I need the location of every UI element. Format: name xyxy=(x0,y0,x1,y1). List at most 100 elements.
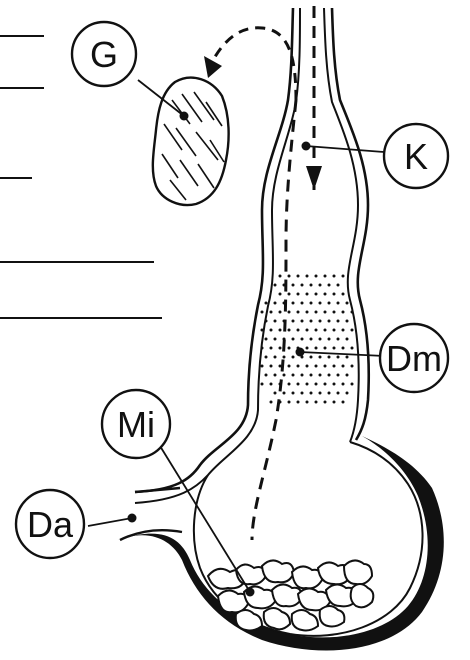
stipple-dot xyxy=(288,293,291,296)
gut-inner-wall xyxy=(324,8,359,442)
stipple-dot xyxy=(297,275,300,278)
answer-lines xyxy=(0,36,162,318)
stipple-dot xyxy=(342,311,345,314)
stipple-dot xyxy=(351,347,354,350)
stipple-dot xyxy=(306,311,309,314)
stipple-dot xyxy=(328,356,331,359)
stipple-dot xyxy=(315,365,318,368)
stipple-dot xyxy=(297,311,300,314)
leader-line-dm xyxy=(300,352,384,356)
arrow-left-icon xyxy=(204,56,222,78)
stipple-dot xyxy=(319,392,322,395)
stipple-dot xyxy=(261,383,264,386)
stipple-dot xyxy=(346,374,349,377)
stipple-dot xyxy=(324,347,327,350)
stipple-dot xyxy=(315,329,318,332)
stipple-dot xyxy=(288,275,291,278)
stipple-dot xyxy=(292,302,295,305)
stipple-dot xyxy=(337,356,340,359)
stipple-dot xyxy=(297,365,300,368)
stipple-dot xyxy=(265,338,268,341)
stipple-dot xyxy=(274,374,277,377)
stipple-dot xyxy=(346,320,349,323)
stipple-dot xyxy=(288,365,291,368)
dotted-region xyxy=(261,275,354,404)
stipple-dot xyxy=(310,374,313,377)
stipple-dot xyxy=(333,365,336,368)
stipple-dot xyxy=(274,392,277,395)
pathway-dashed-line xyxy=(212,28,296,100)
stipple-dot xyxy=(324,329,327,332)
stipple-dot xyxy=(315,311,318,314)
stipple-dot xyxy=(346,338,349,341)
stipple-dot xyxy=(301,374,304,377)
stipple-dot xyxy=(310,338,313,341)
stipple-dot xyxy=(342,365,345,368)
stipple-dot xyxy=(274,356,277,359)
stipple-dot xyxy=(315,401,318,404)
label-da-text: Da xyxy=(27,504,74,545)
stipple-dot xyxy=(310,356,313,359)
label-dm: Dm xyxy=(380,324,448,392)
stipple-dot xyxy=(270,311,273,314)
stipple-dot xyxy=(270,401,273,404)
stipple-dot xyxy=(288,401,291,404)
stipple-dot xyxy=(270,365,273,368)
stipple-dot xyxy=(342,401,345,404)
stipple-dot xyxy=(310,320,313,323)
stipple-dot xyxy=(265,356,268,359)
stipple-dot xyxy=(288,347,291,350)
stipple-dot xyxy=(297,401,300,404)
stipple-dot xyxy=(324,275,327,278)
stipple-dot xyxy=(346,302,349,305)
stipple-dot xyxy=(337,374,340,377)
stipple-dot xyxy=(328,392,331,395)
stipple-dot xyxy=(274,338,277,341)
stipple-dot xyxy=(274,302,277,305)
label-mi-text: Mi xyxy=(117,404,155,445)
stipple-dot xyxy=(351,311,354,314)
stipple-dot xyxy=(297,293,300,296)
stipple-dot xyxy=(315,347,318,350)
stipple-dot xyxy=(342,293,345,296)
stipple-dot xyxy=(310,392,313,395)
stipple-dot xyxy=(337,320,340,323)
stipple-dot xyxy=(337,392,340,395)
stipple-dot xyxy=(315,293,318,296)
stipple-dot xyxy=(351,329,354,332)
stipple-dot xyxy=(261,311,264,314)
stipple-dot xyxy=(292,320,295,323)
label-k: K xyxy=(384,124,448,188)
stipple-dot xyxy=(319,284,322,287)
label-g: G xyxy=(72,22,136,86)
stipple-dot xyxy=(324,293,327,296)
label-k-text: K xyxy=(404,136,428,177)
stipple-dot xyxy=(265,302,268,305)
stipple-dot xyxy=(274,284,277,287)
stipple-dot xyxy=(274,320,277,323)
stipple-dot xyxy=(292,284,295,287)
stipple-dot xyxy=(279,275,282,278)
stipple-dot xyxy=(333,293,336,296)
stipple-dot xyxy=(306,329,309,332)
stipple-dot xyxy=(288,383,291,386)
leader-line-k xyxy=(306,146,384,152)
stipple-dot xyxy=(328,302,331,305)
stipple-dot xyxy=(301,338,304,341)
stipple-dot xyxy=(283,356,286,359)
stipple-dot xyxy=(261,365,264,368)
stipple-dot xyxy=(288,311,291,314)
stipple-dot xyxy=(270,383,273,386)
stipple-dot xyxy=(265,374,268,377)
stipple-dot xyxy=(292,374,295,377)
stipple-dot xyxy=(351,383,354,386)
label-da: Da xyxy=(16,490,84,558)
stipple-dot xyxy=(279,347,282,350)
label-dm-text: Dm xyxy=(386,338,442,379)
stipple-dot xyxy=(324,383,327,386)
stipple-dot xyxy=(319,374,322,377)
stipple-dot xyxy=(333,347,336,350)
stipple-dot xyxy=(342,383,345,386)
leader-line-da xyxy=(88,518,132,526)
stipple-dot xyxy=(301,284,304,287)
